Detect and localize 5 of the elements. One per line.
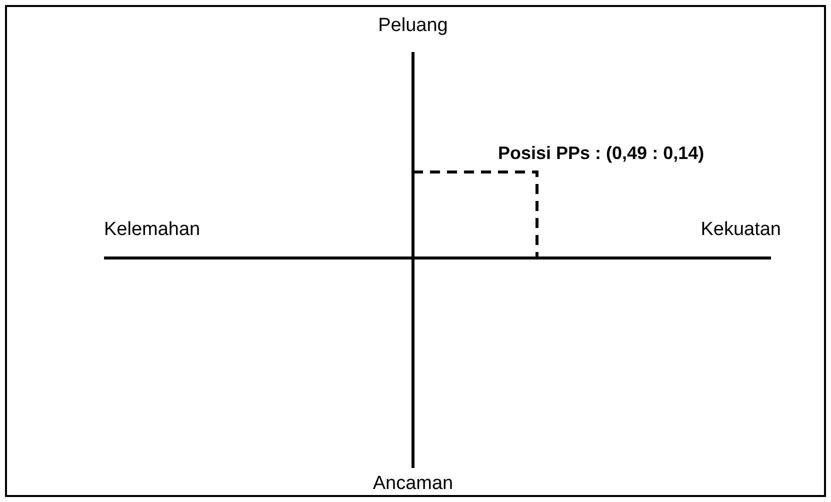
axis-label: Kelemahan bbox=[104, 220, 200, 239]
axis-label: Kekuatan bbox=[700, 220, 781, 239]
axis-label: Ancaman bbox=[372, 474, 454, 493]
position-label: Posisi PPs : (0,49 : 0,14) bbox=[498, 144, 704, 162]
axis-label: Peluang bbox=[378, 16, 448, 35]
